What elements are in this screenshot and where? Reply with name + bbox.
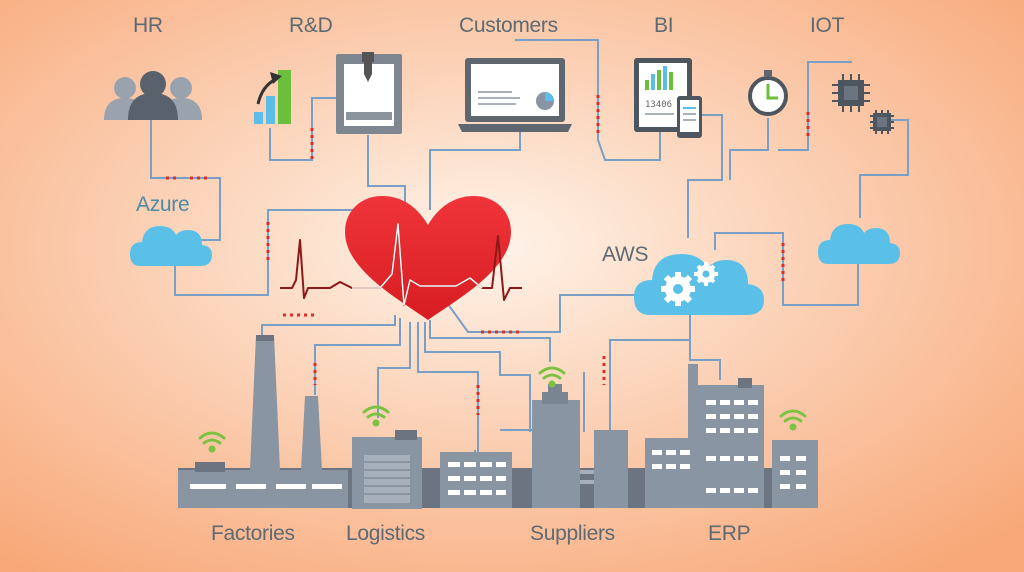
- growth-chart-icon: [254, 70, 291, 124]
- wifi-icon: [362, 405, 390, 427]
- chip-icon: [870, 110, 894, 134]
- heart-icon: [345, 196, 511, 320]
- cloud-icon: [818, 224, 900, 264]
- stopwatch-icon: [748, 70, 788, 116]
- label-rnd: R&D: [289, 14, 333, 37]
- label-logistics: Logistics: [346, 522, 426, 545]
- cloud-icon: [130, 226, 212, 266]
- label-aws: AWS: [602, 243, 649, 266]
- label-factories: Factories: [211, 522, 295, 545]
- label-azure: Azure: [136, 193, 190, 216]
- bi-screen-number: 13406: [645, 100, 672, 110]
- label-iot: IOT: [810, 14, 845, 37]
- label-suppliers: Suppliers: [530, 522, 615, 545]
- label-hr: HR: [133, 14, 163, 37]
- label-erp: ERP: [708, 522, 751, 545]
- heartbeat-pulse-icon: [280, 223, 522, 306]
- label-bi: BI: [654, 14, 674, 37]
- laptop-icon: [458, 58, 572, 132]
- chip-icon: [832, 74, 870, 112]
- gears-icon: [661, 262, 718, 306]
- tablet-phone-icon: 13406: [634, 58, 702, 138]
- wifi-icon: [198, 431, 226, 453]
- factory-icon: [178, 335, 818, 509]
- label-customers: Customers: [459, 14, 558, 37]
- wifi-icon: [538, 366, 566, 388]
- 3d-printer-icon: [336, 52, 402, 134]
- data-dots: [166, 95, 810, 415]
- wifi-icon: [779, 409, 807, 431]
- people-icon: [104, 71, 202, 120]
